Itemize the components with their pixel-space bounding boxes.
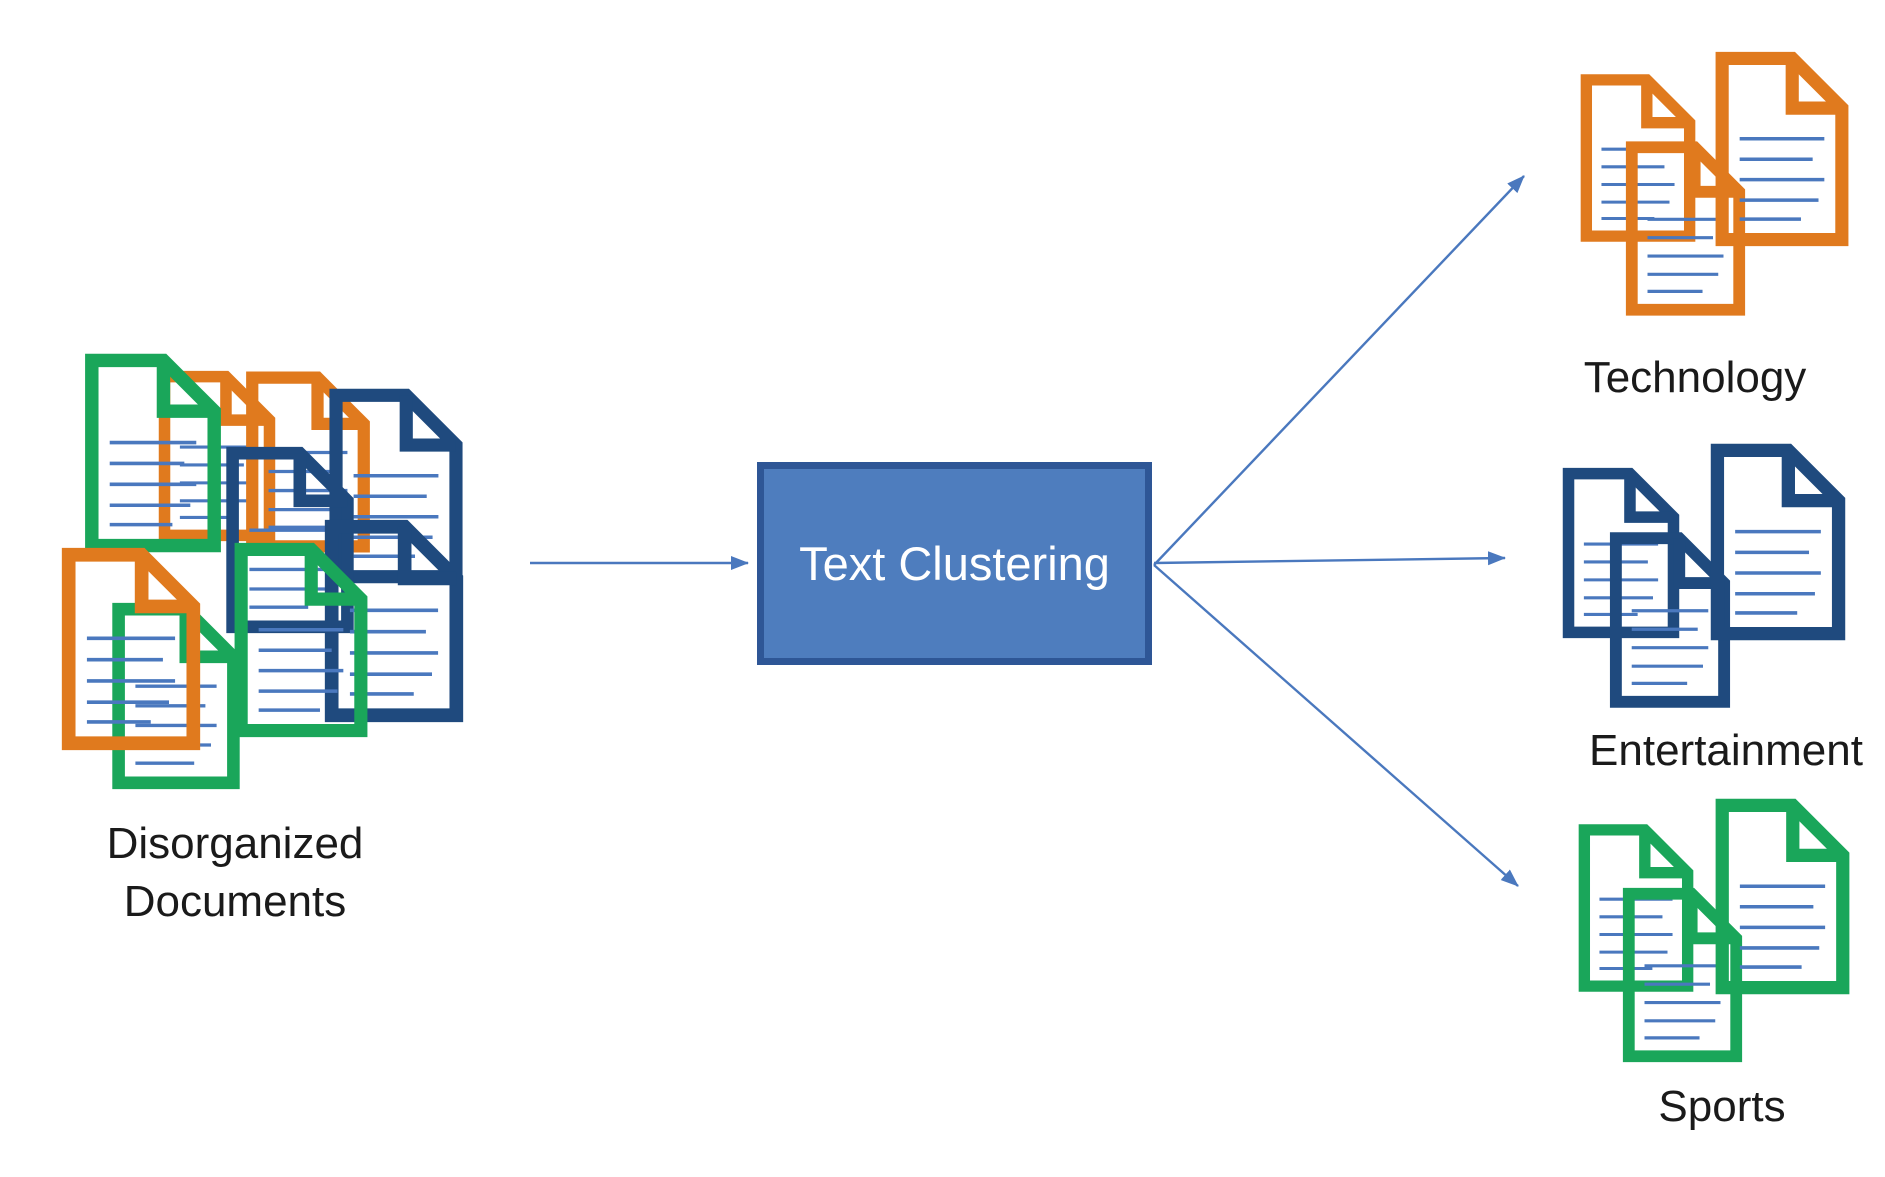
document-icon — [119, 609, 234, 783]
technology-documents-icon — [1575, 50, 1857, 335]
entertainment-documents-icon — [1557, 443, 1855, 729]
disorganized-documents-icon — [40, 350, 480, 810]
technology-label: Technology — [1583, 353, 1807, 402]
document-icon — [1584, 830, 1687, 986]
text-clustering-box: Text Clustering — [757, 462, 1152, 665]
entertainment-label: Entertainment — [1589, 726, 1863, 775]
sports-documents-icon — [1573, 798, 1857, 1083]
document-icon — [241, 549, 361, 730]
arrow-clustering-to-sports — [1153, 564, 1519, 887]
document-icon — [69, 555, 194, 743]
disorganized-documents-label: Disorganized Documents — [106, 819, 364, 927]
document-icon — [1717, 450, 1838, 633]
text-clustering-label: Text Clustering — [799, 537, 1110, 590]
arrow-clustering-to-technology — [1153, 175, 1525, 566]
arrow-clustering-to-entertainment — [1153, 551, 1506, 566]
sports-label: Sports — [1658, 1082, 1786, 1131]
document-icon — [1586, 80, 1689, 236]
